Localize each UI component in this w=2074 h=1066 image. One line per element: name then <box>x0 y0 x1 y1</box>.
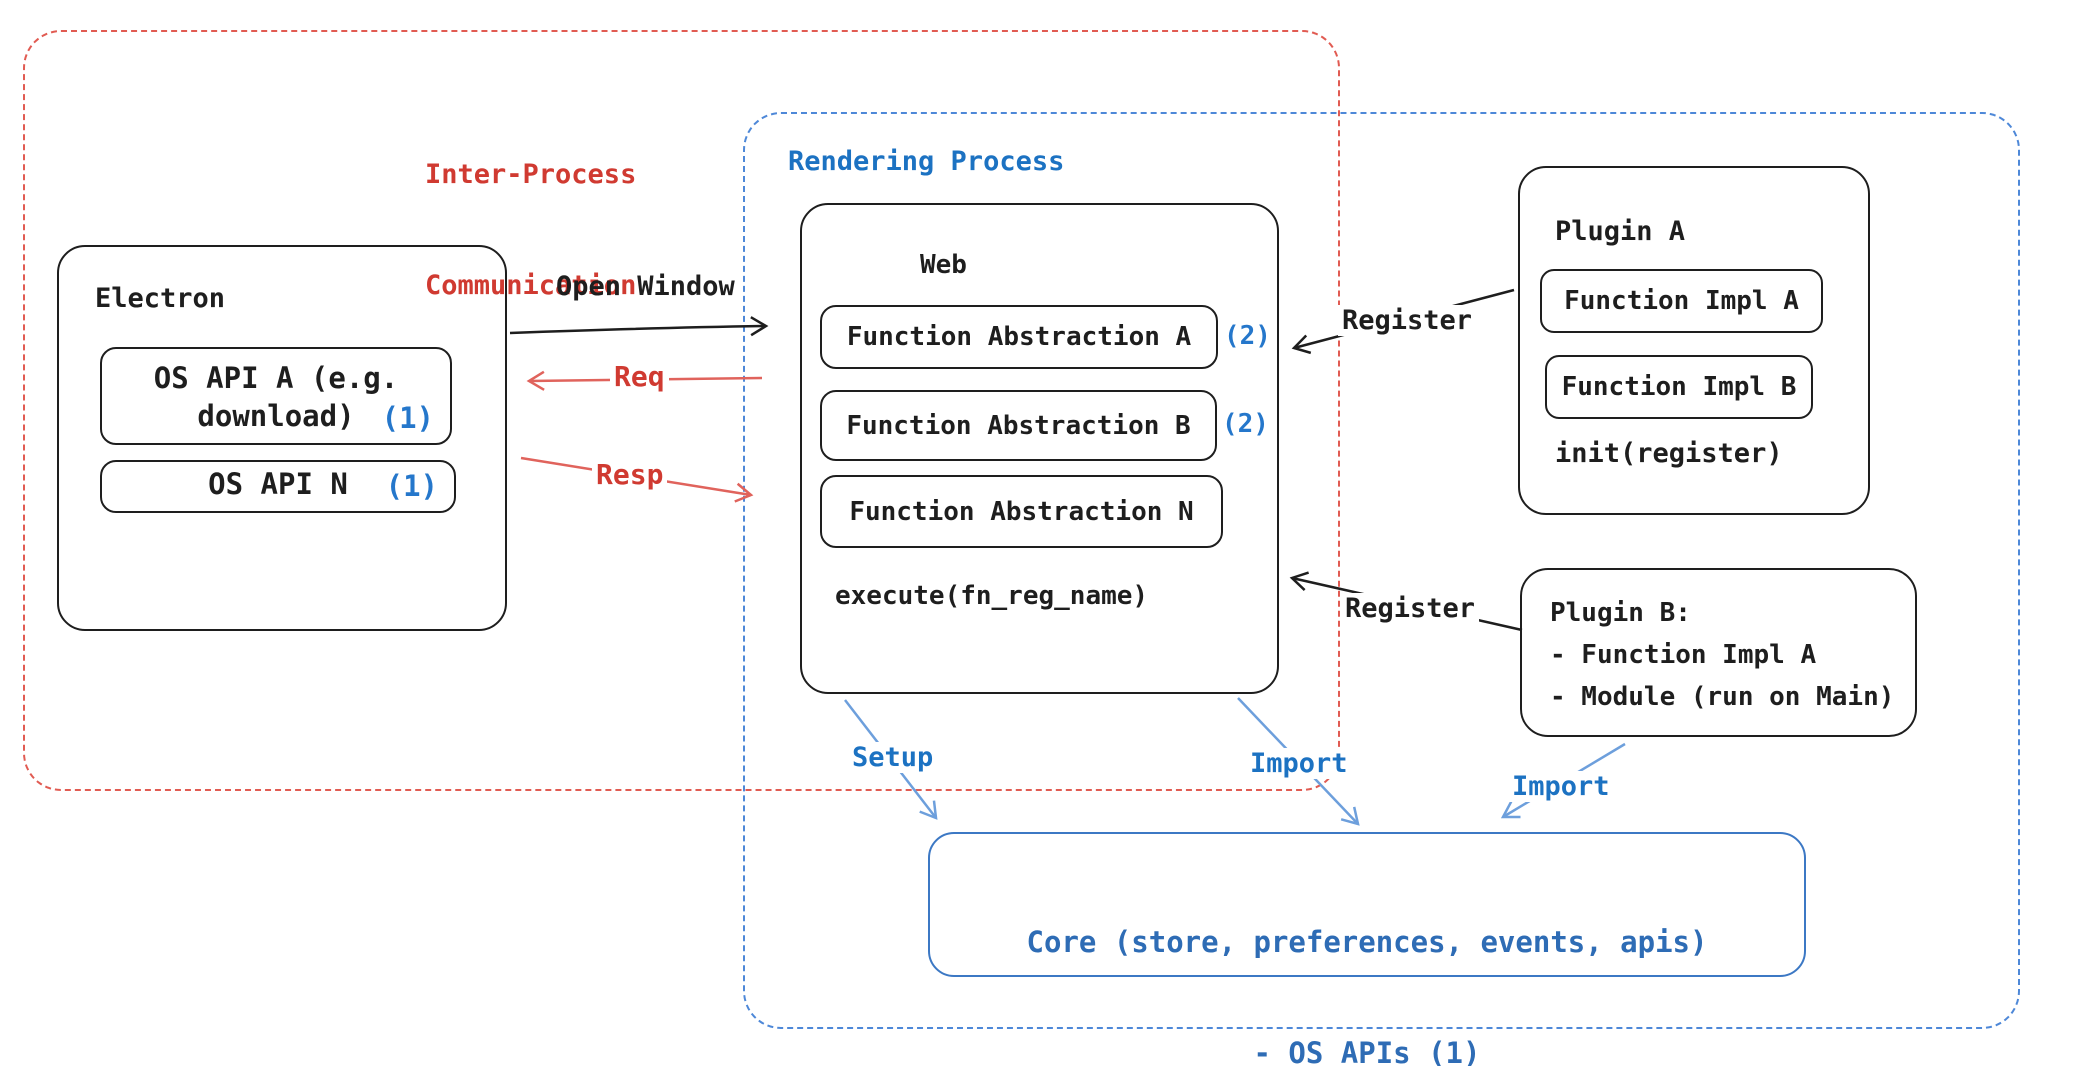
function-abstraction-b-badge: (2) <box>1222 409 1269 439</box>
function-abstraction-a-box: Function Abstraction A <box>820 305 1218 369</box>
web-box: Web Function Abstraction A (2) Function … <box>800 203 1279 694</box>
plugin-b-title: Plugin B: <box>1550 598 1691 628</box>
os-api-a-line2: download) <box>197 399 355 433</box>
open-window-label: Open Window <box>556 271 735 302</box>
plugin-b-box: Plugin B: - Function Impl A - Module (ru… <box>1520 568 1917 737</box>
setup-label: Setup <box>848 742 938 773</box>
plugin-a-function-impl-a-box: Function Impl A <box>1540 269 1823 333</box>
req-label: Req <box>610 360 669 393</box>
plugin-a-title: Plugin A <box>1555 216 1686 247</box>
core-line-2: - OS APIs (1) <box>1253 1036 1481 1066</box>
core-line-1: Core (store, preferences, events, apis) <box>1026 925 1708 959</box>
core-box: Core (store, preferences, events, apis) … <box>928 832 1806 1066</box>
electron-title: Electron <box>95 283 226 314</box>
os-api-a-box: OS API A (e.g. download) (1) <box>100 347 452 445</box>
plugin-b-item-2: - Module (run on Main) <box>1550 682 1895 712</box>
os-api-n-line1: OS API N <box>208 467 348 501</box>
rendering-process-boundary-box <box>743 112 2020 1029</box>
resp-label: Resp <box>592 458 668 491</box>
ipc-label-line2: Communication <box>425 270 637 301</box>
plugin-a-box: Plugin A Function Impl A Function Impl B… <box>1518 166 1870 515</box>
os-api-a-badge: (1) <box>381 401 434 435</box>
rendering-process-label: Rendering Process <box>788 146 1065 177</box>
os-api-a-line1: OS API A (e.g. <box>153 361 399 395</box>
electron-box: Electron OS API A (e.g. download) (1) OS… <box>57 245 507 631</box>
plugin-b-item-1: - Function Impl A <box>1550 640 1817 670</box>
import-plugin-b-label: Import <box>1508 771 1614 802</box>
import-core-label: Import <box>1246 748 1352 779</box>
register-plugin-b-label: Register <box>1341 593 1480 624</box>
ipc-label-line1: Inter-Process <box>425 159 637 190</box>
os-api-n-badge: (1) <box>385 469 438 503</box>
plugin-a-function-impl-b-box: Function Impl B <box>1545 355 1813 419</box>
ipc-label: Inter-Process Communication <box>425 82 636 378</box>
web-title: Web <box>920 250 967 280</box>
function-abstraction-a-badge: (2) <box>1224 321 1271 351</box>
execute-label: execute(fn_reg_name) <box>835 581 1149 611</box>
os-api-n-box: OS API N (1) <box>100 460 456 513</box>
plugin-a-init-label: init(register) <box>1555 438 1783 469</box>
function-abstraction-b-box: Function Abstraction B <box>820 390 1217 461</box>
function-abstraction-n-box: Function Abstraction N <box>820 475 1223 548</box>
ipc-boundary-box <box>23 30 1340 791</box>
register-plugin-a-label: Register <box>1338 305 1477 336</box>
